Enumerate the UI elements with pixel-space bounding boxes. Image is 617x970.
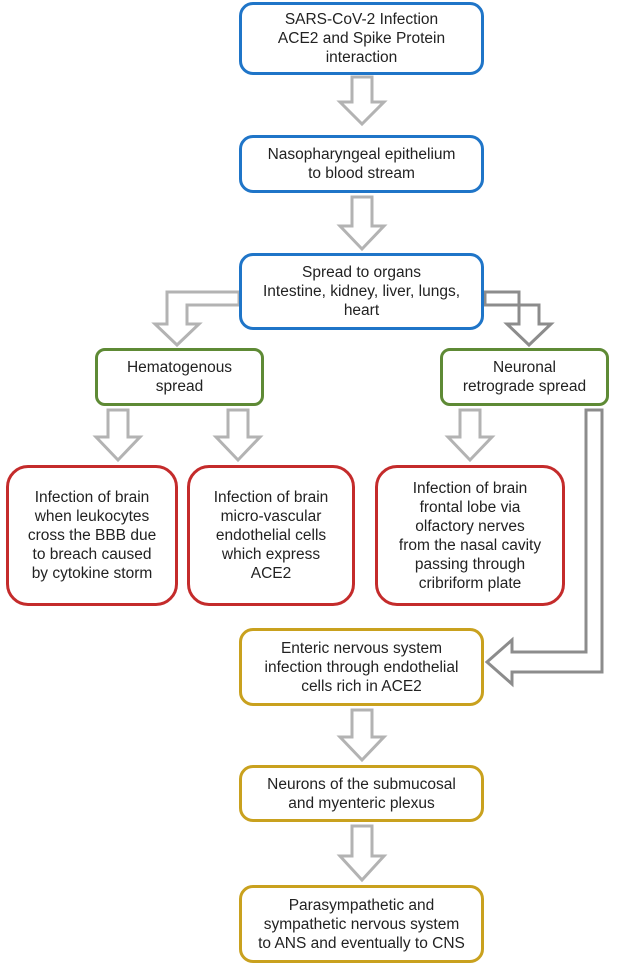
node-line: retrograde spread (462, 378, 587, 395)
node-line: to ANS and eventually to CNS (258, 934, 465, 952)
node-line: ACE2 (250, 565, 292, 582)
microvascular-node: Infection of brain micro-vascular endoth… (187, 465, 355, 606)
node-line: cribriform plate (418, 574, 522, 592)
node-line: by cytokine storm (31, 565, 153, 582)
node-line: Infection of brain (412, 479, 528, 497)
arrow-neuronal-to-frontal (444, 408, 496, 463)
node-line: when leukocytes (34, 508, 150, 525)
frontal-lobe-node: Infection of brain frontal lobe via olfa… (375, 465, 565, 606)
node-line: Infection of brain (34, 489, 150, 506)
node-line: cross the BBB due (27, 527, 157, 544)
hematogenous-node: Hematogenous spread (95, 348, 264, 406)
node-line: to breach caused (32, 546, 152, 563)
node-line: from the nasal cavity (398, 536, 542, 554)
arrow-neuronal-to-enteric (484, 408, 604, 688)
node-line: Nasopharyngeal epithelium (267, 146, 456, 163)
node-line: spread (155, 378, 204, 395)
enteric-node: Enteric nervous system infection through… (239, 628, 484, 706)
arrow-infection-to-nasopharyngeal (336, 75, 388, 127)
node-line: Infection of brain (213, 489, 329, 506)
node-line: Parasympathetic and (288, 896, 435, 914)
node-line: olfactory nerves (415, 517, 525, 535)
node-line: endothelial cells (215, 527, 327, 544)
node-line: Intestine, kidney, liver, lungs, (262, 283, 460, 300)
arrow-hematogenous-to-microvascular (212, 408, 264, 463)
neuronal-node: Neuronal retrograde spread (440, 348, 609, 406)
node-line: interaction (325, 49, 398, 66)
node-line: Enteric nervous system (280, 639, 443, 657)
node-line: which express (221, 546, 321, 563)
node-line: micro-vascular (220, 508, 322, 525)
node-line: ACE2 and Spike Protein (277, 30, 446, 47)
arrow-spread-to-neuronal (483, 290, 555, 348)
leukocytes-node: Infection of brain when leukocytes cross… (6, 465, 178, 606)
node-line: passing through (414, 555, 526, 573)
node-line: Neuronal (493, 359, 556, 376)
arrow-nasopharyngeal-to-spread (336, 195, 388, 252)
node-line: Spread to organs (302, 264, 421, 281)
node-line: and myenteric plexus (288, 794, 435, 812)
nasopharyngeal-node: Nasopharyngeal epithelium to blood strea… (239, 135, 484, 193)
arrow-enteric-to-neurons (336, 708, 388, 763)
spread-to-organs-node: Spread to organs Intestine, kidney, live… (239, 253, 484, 330)
arrow-hematogenous-to-leukocytes (92, 408, 144, 463)
node-line: infection through endothelial (264, 658, 459, 676)
node-line: cells rich in ACE2 (301, 677, 422, 695)
infection-node: SARS-CoV-2 Infection ACE2 and Spike Prot… (239, 2, 484, 75)
node-line: heart (343, 302, 380, 319)
node-line: to blood stream (308, 165, 415, 182)
node-line: frontal lobe via (419, 498, 521, 516)
neurons-plexus-node: Neurons of the submucosal and myenteric … (239, 765, 484, 822)
node-line: SARS-CoV-2 Infection (284, 11, 439, 28)
node-line: Neurons of the submucosal (267, 775, 456, 793)
node-line: sympathetic nervous system (263, 915, 460, 933)
node-line: Hematogenous (126, 359, 233, 376)
arrow-spread-to-hematogenous (151, 290, 241, 348)
parasympathetic-node: Parasympathetic and sympathetic nervous … (239, 885, 484, 963)
arrow-neurons-to-parasympathetic (336, 824, 388, 883)
